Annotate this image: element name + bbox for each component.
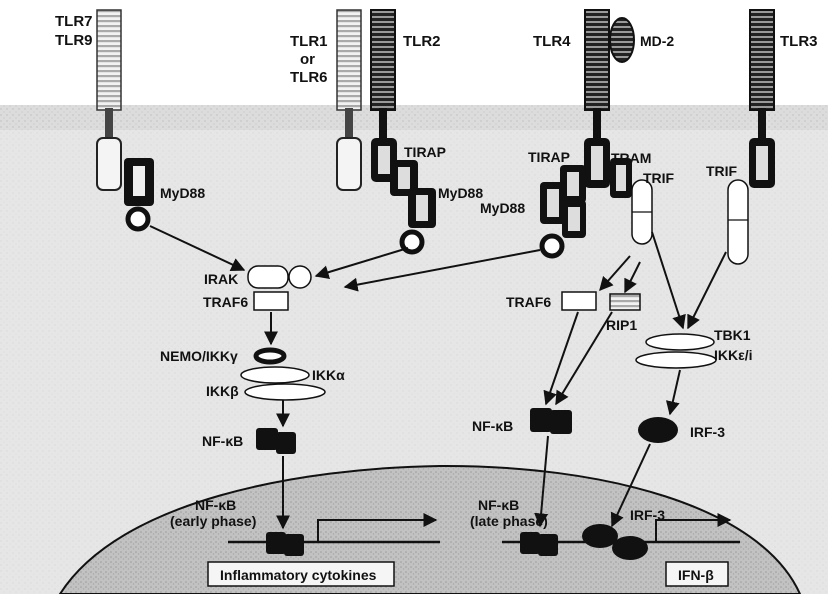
tlr7-label: TLR7 (55, 13, 93, 30)
ikke-label: IKKε/i (714, 347, 753, 363)
tlr7-tlr9-receptor (97, 10, 121, 110)
tlr1-stalk (345, 108, 353, 138)
inflammatory-cytokines-label: Inflammatory cytokines (220, 567, 377, 583)
nemo (256, 350, 284, 362)
tlr3-tir-core (756, 146, 768, 180)
tbk1 (646, 334, 714, 350)
tlr7-tlr9-tir (97, 138, 121, 190)
nfkb-early-dimer (266, 532, 286, 554)
irf3 (638, 417, 678, 443)
trif-b-label: TRIF (706, 163, 738, 179)
nfkb-a2 (276, 432, 296, 454)
tlr6-label: TLR6 (290, 69, 328, 86)
tlr4-receptor (585, 10, 609, 110)
nfkb-b (530, 408, 552, 432)
tirap-a-label: TIRAP (404, 144, 446, 160)
tlr1-tlr6-tir (337, 138, 361, 190)
nfkb-early-phase-label: (early phase) (170, 513, 256, 529)
nfkb-b2 (550, 410, 572, 434)
ikka-label: IKKα (312, 367, 345, 383)
irf3-nuclear-a (582, 524, 618, 548)
tlr2-label: TLR2 (403, 33, 441, 50)
traf6-b-label: TRAF6 (506, 294, 551, 310)
md2-protein (610, 18, 634, 62)
ikka (241, 367, 309, 383)
traf6-b (562, 292, 596, 310)
nfkb-a-label: NF-κB (202, 433, 243, 449)
tlr7-tlr9-stalk (105, 108, 113, 138)
myd88-a-death-domain (128, 209, 148, 229)
tbk1-label: TBK1 (714, 327, 751, 343)
tram-label: TRAM (611, 150, 651, 166)
irak-label: IRAK (204, 271, 238, 287)
nemo-label: NEMO/IKKγ (160, 348, 238, 364)
tlr4-tir-core (591, 146, 603, 180)
rip1-label: RIP1 (606, 317, 637, 333)
trif-a-label: TRIF (643, 170, 675, 186)
or-label: or (300, 51, 315, 68)
ifn-beta-label: IFN-β (678, 567, 714, 583)
rip1 (610, 294, 640, 310)
tlr9-label: TLR9 (55, 32, 93, 49)
ikkb (245, 384, 325, 400)
tlr2-stalk (379, 108, 387, 138)
tlr2-receptor (371, 10, 395, 110)
traf6-a-label: TRAF6 (203, 294, 248, 310)
nfkb-b-label: NF-κB (472, 418, 513, 434)
tlr3-stalk (758, 108, 766, 138)
tirap-b-label: TIRAP (528, 149, 570, 165)
nfkb-late-dimer2 (538, 534, 558, 556)
nfkb-early-dimer2 (284, 534, 304, 556)
myd88-c-core (547, 189, 559, 217)
nfkb-late-phase-label: (late phase) (470, 513, 548, 529)
myd88-b-label: MyD88 (438, 185, 483, 201)
nfkb-early-label: NF-κB (195, 497, 236, 513)
tlr1-tlr6-receptor (337, 10, 361, 110)
tlr4-label: TLR4 (533, 33, 571, 50)
nfkb-late-dimer (520, 532, 540, 554)
tram-core (616, 165, 626, 191)
myd88-c-death-domain (542, 236, 562, 256)
tlr4-stalk (593, 108, 601, 138)
nfkb-late-label: NF-κB (478, 497, 519, 513)
tirap-a-core (398, 167, 410, 189)
md2-label: MD-2 (640, 33, 674, 49)
irak (248, 266, 288, 288)
traf6-a (254, 292, 288, 310)
irak-domain (289, 266, 311, 288)
tlr2-tir-core (378, 146, 390, 174)
tlr3-receptor (750, 10, 774, 110)
tlr3-label: TLR3 (780, 33, 818, 50)
myd88-a-label: MyD88 (160, 185, 205, 201)
myd88-c2-core (568, 207, 580, 231)
ikke (636, 352, 716, 368)
myd88-a-core (133, 166, 145, 196)
trif-b (728, 180, 748, 264)
ikkb-label: IKKβ (206, 383, 239, 399)
myd88-c-label: MyD88 (480, 200, 525, 216)
tirap-b-core (567, 172, 579, 196)
irf3-nuclear-b (612, 536, 648, 560)
myd88-b-core (416, 195, 428, 221)
tlr1-label: TLR1 (290, 33, 328, 50)
nfkb-a (256, 428, 278, 450)
irf3-label: IRF-3 (690, 424, 725, 440)
